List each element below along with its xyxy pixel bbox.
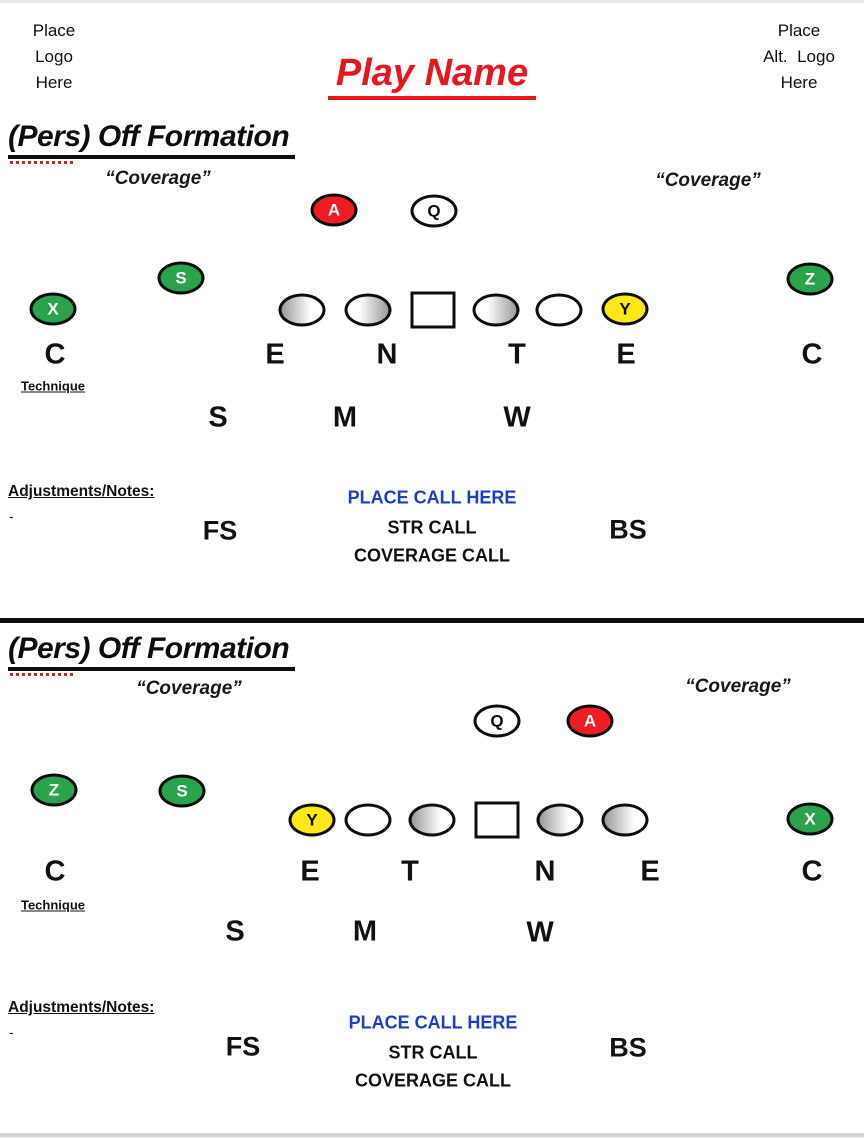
player-s[interactable]: S [157,261,205,295]
lb-label-m: M [352,915,378,948]
section-divider-line [0,618,864,623]
dline-label-e-weak: E [616,338,636,371]
player-s[interactable]: S [158,774,206,808]
player-y[interactable]: Y [288,803,336,837]
offensive-lineman[interactable] [601,803,649,837]
player-y[interactable]: Y [601,292,649,326]
formation-heading-wrap: (Pers) Off Formation [8,120,296,164]
corner-label-left: C [44,338,66,371]
logo-placeholder-line: Place [32,21,76,40]
lb-label-m: M [332,401,358,434]
logo-placeholder-line: Place [777,21,821,40]
coverage-label-left: “Coverage” [136,678,242,699]
player-z[interactable]: Z [786,262,834,296]
lb-label-s: S [208,401,228,434]
offensive-lineman[interactable] [344,803,392,837]
corner-label-left: C [44,855,66,888]
logo-placeholder-right[interactable]: Place Alt. Logo Here [740,18,858,96]
coverage-label-right: “Coverage” [685,676,791,697]
player-q[interactable]: Q [410,194,458,228]
offensive-lineman[interactable] [536,803,584,837]
technique-label: Technique [20,897,86,913]
coverage-call-label[interactable]: COVERAGE CALL [353,545,511,566]
dline-label-e-strong: E [300,855,320,888]
technique-label: Technique [20,378,86,394]
boundary-safety-label: BS [609,514,647,545]
spellcheck-squiggle [10,673,76,676]
player-x[interactable]: X [29,292,77,326]
dline-label-e-weak: E [640,855,660,888]
offensive-lineman[interactable] [472,293,520,327]
lb-label-w: W [526,916,554,949]
dline-label-t: T [508,338,526,371]
coverage-call-label[interactable]: COVERAGE CALL [354,1070,512,1091]
center-square[interactable] [410,291,456,329]
adjustments-notes-label[interactable]: Adjustments/Notes: [8,483,155,500]
player-x[interactable]: X [786,802,834,836]
player-a[interactable]: A [566,704,614,738]
dline-label-t: T [401,855,419,888]
offensive-lineman[interactable] [344,293,392,327]
free-safety-label: FS [202,515,238,546]
formation-heading: (Pers) Off Formation [8,120,296,159]
lb-label-w: W [503,401,531,434]
logo-placeholder-line: Alt. Logo [763,47,835,66]
center-square[interactable] [474,801,520,839]
play-name-title[interactable]: Play Name [327,52,537,100]
coverage-label-right: “Coverage” [655,170,761,191]
player-a[interactable]: A [310,193,358,227]
player-z[interactable]: Z [30,773,78,807]
notes-dash[interactable]: - [9,1024,14,1040]
offensive-lineman[interactable] [278,293,326,327]
offensive-lineman[interactable] [408,803,456,837]
place-call-here-label[interactable]: PLACE CALL HERE [348,1012,518,1033]
notes-dash[interactable]: - [9,508,14,524]
dline-label-n: N [534,855,556,888]
formation-heading-wrap: (Pers) Off Formation [8,632,296,676]
page-top-edge [0,0,864,3]
coverage-label-left: “Coverage” [105,168,211,189]
spellcheck-squiggle [10,161,76,164]
logo-placeholder-line: Logo [35,47,73,66]
player-q[interactable]: Q [473,704,521,738]
logo-placeholder-line: Here [35,73,73,92]
dline-label-n: N [376,338,398,371]
title-area: Play Name [0,52,864,100]
formation-heading: (Pers) Off Formation [8,632,296,671]
page-bottom-edge [0,1133,864,1138]
adjustments-notes-label[interactable]: Adjustments/Notes: [8,999,155,1016]
free-safety-label: FS [225,1031,261,1062]
dline-label-e-strong: E [265,338,285,371]
logo-placeholder-line: Here [780,73,818,92]
offensive-lineman[interactable] [535,293,583,327]
place-call-here-label[interactable]: PLACE CALL HERE [347,487,517,508]
logo-placeholder-left[interactable]: Place Logo Here [8,18,100,96]
boundary-safety-label: BS [609,1032,647,1063]
str-call-label[interactable]: STR CALL [388,1042,478,1063]
str-call-label[interactable]: STR CALL [387,517,477,538]
lb-label-s: S [225,915,245,948]
corner-label-right: C [801,338,823,371]
corner-label-right: C [801,855,823,888]
